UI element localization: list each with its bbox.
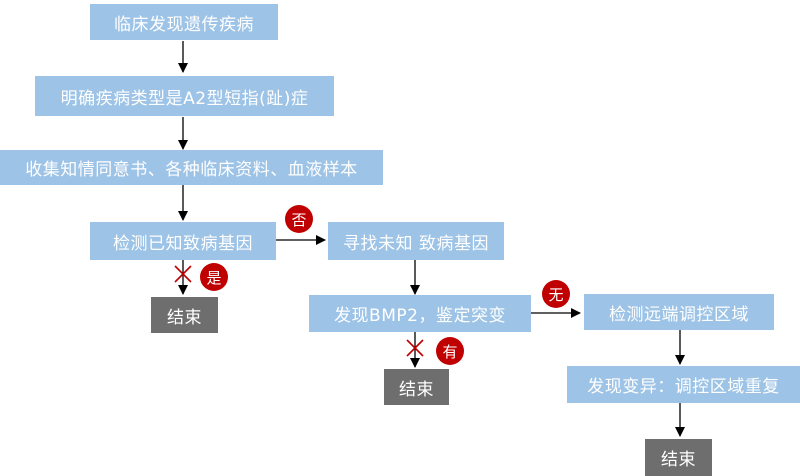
cross-mark-icon [406, 339, 424, 357]
badge-no: 否 [285, 205, 313, 233]
badge-yes: 是 [200, 263, 228, 291]
node-clinical-finding: 临床发现遗传疾病 [90, 4, 278, 40]
node-end-3: 结束 [645, 439, 712, 476]
node-find-unknown-genes: 寻找未知 致病基因 [328, 222, 504, 260]
node-collect-samples: 收集知情同意书、各种临床资料、血液样本 [0, 150, 383, 185]
badge-none: 无 [542, 280, 570, 308]
node-bmp2-mutation: 发现BMP2，鉴定突变 [309, 295, 531, 332]
node-end-2: 结束 [384, 369, 449, 405]
node-end-1: 结束 [151, 297, 218, 333]
cross-mark-icon [174, 265, 192, 283]
node-variant-duplication: 发现变异：调控区域重复 [567, 366, 800, 403]
badge-has: 有 [436, 337, 464, 365]
node-detect-known-genes: 检测已知致病基因 [90, 222, 276, 260]
node-disease-type: 明确疾病类型是A2型短指(趾)症 [35, 76, 334, 116]
node-detect-distal-region: 检测远端调控区域 [584, 294, 774, 330]
